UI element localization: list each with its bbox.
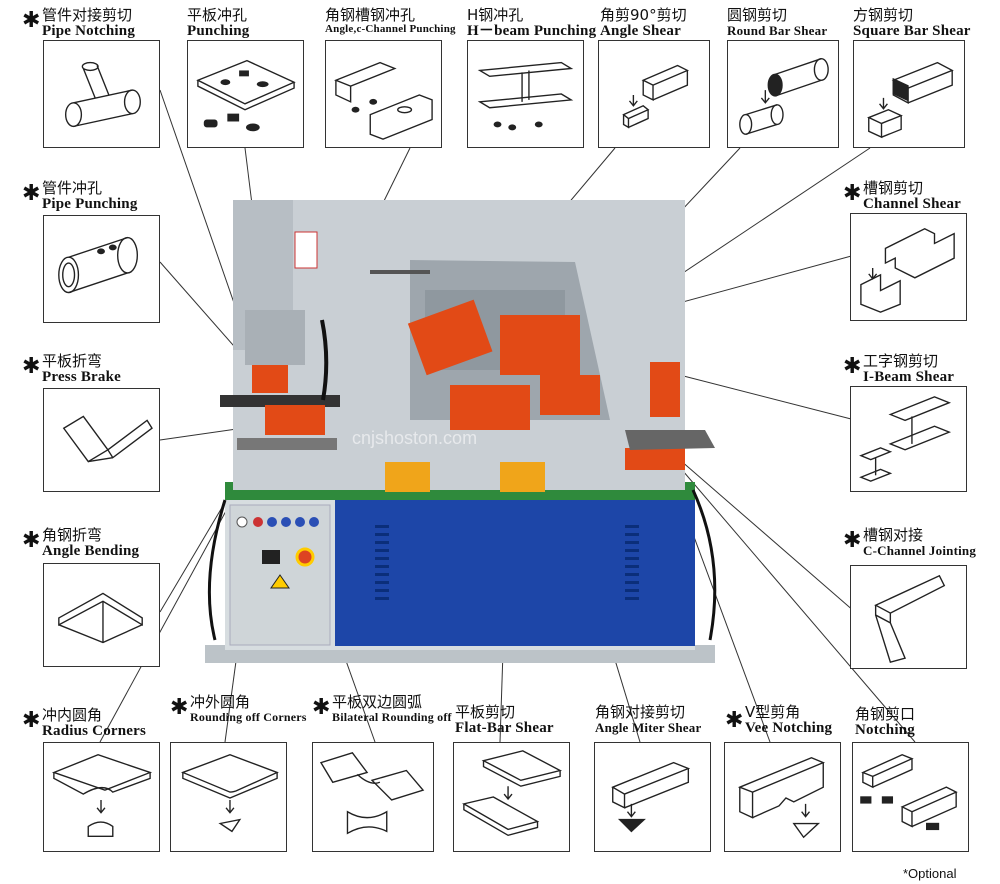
thumb-press-brake (43, 388, 160, 492)
label-round-bar-shear: 圆钢剪切 Round Bar Shear (727, 6, 828, 38)
label-vee-notching: V型剪角 Vee Notching (745, 703, 833, 736)
label-square-bar-shear: 方钢剪切 Square Bar Shear (853, 6, 971, 39)
label-pipe-punching: 管件冲孔 Pipe Punching (42, 179, 138, 212)
optional-star: ✱ (22, 181, 41, 206)
watermark: cnjshoston.com (352, 428, 478, 448)
thumb-angle-shear (598, 40, 710, 148)
label-angle-bending: 角钢折弯 Angle Bending (42, 526, 140, 559)
optional-star: ✱ (843, 181, 862, 206)
label-angle-shear: 角剪90°剪切 Angle Shear (600, 6, 687, 39)
optional-star: ✱ (843, 354, 862, 379)
thumb-pipe-punching (43, 215, 160, 323)
label-angle-channel-punching: 角钢槽钢冲孔 Angle,c-Channel Punching (325, 6, 456, 35)
thumb-round-bar-shear (727, 40, 839, 148)
label-i-beam-shear: 工字钢剪切 I-Beam Shear (863, 352, 955, 385)
thumb-punching (187, 40, 304, 148)
label-press-brake: 平板折弯 Press Brake (42, 352, 121, 385)
thumb-rounding-off-corners (170, 742, 287, 852)
thumb-angle-channel-punching (325, 40, 442, 148)
optional-star: ✱ (22, 708, 41, 733)
thumb-i-beam-shear (850, 386, 967, 492)
optional-star: ✱ (22, 8, 41, 33)
label-angle-miter-shear: 角钢对接剪切 Angle Miter Shear (595, 703, 702, 735)
label-c-channel-jointing: 槽钢对接 C-Channel Jointing (863, 526, 977, 558)
optional-star: ✱ (843, 528, 862, 553)
label-bilateral-rounding-off: 平板双边圆弧 Bilateral Rounding off (332, 693, 452, 724)
label-pipe-notching: 管件对接剪切 Pipe Notching (42, 6, 136, 39)
thumb-flat-bar-shear (453, 742, 570, 852)
label-punching: 平板冲孔 Punching (187, 6, 250, 39)
label-flat-bar-shear: 平板剪切 Flat-Bar Shear (455, 703, 554, 736)
thumb-square-bar-shear (853, 40, 965, 148)
optional-star: ✱ (725, 708, 744, 733)
thumb-notching (852, 742, 969, 852)
thumb-channel-shear (850, 213, 967, 321)
footnote-optional: *Optional (903, 866, 957, 881)
label-h-beam-punching: H钢冲孔 H－beam Punching (467, 6, 597, 39)
thumb-c-channel-jointing (850, 565, 967, 669)
thumb-vee-notching (724, 742, 841, 852)
optional-star: ✱ (312, 695, 331, 720)
thumb-pipe-notching (43, 40, 160, 148)
thumb-bilateral-rounding-off (312, 742, 434, 852)
optional-star: ✱ (22, 354, 41, 379)
label-channel-shear: 槽钢剪切 Channel Shear (863, 179, 962, 212)
thumb-h-beam-punching (467, 40, 584, 148)
thumb-radius-corners (43, 742, 160, 852)
thumb-angle-miter-shear (594, 742, 711, 852)
optional-star: ✱ (170, 695, 189, 720)
thumb-angle-bending (43, 563, 160, 667)
label-rounding-off-corners: 冲外圆角 Rounding off Corners (190, 693, 307, 724)
label-notching: 角钢剪口 Notching (855, 705, 916, 738)
optional-star: ✱ (22, 528, 41, 553)
label-radius-corners: 冲内圆角 Radius Corners (42, 706, 147, 739)
